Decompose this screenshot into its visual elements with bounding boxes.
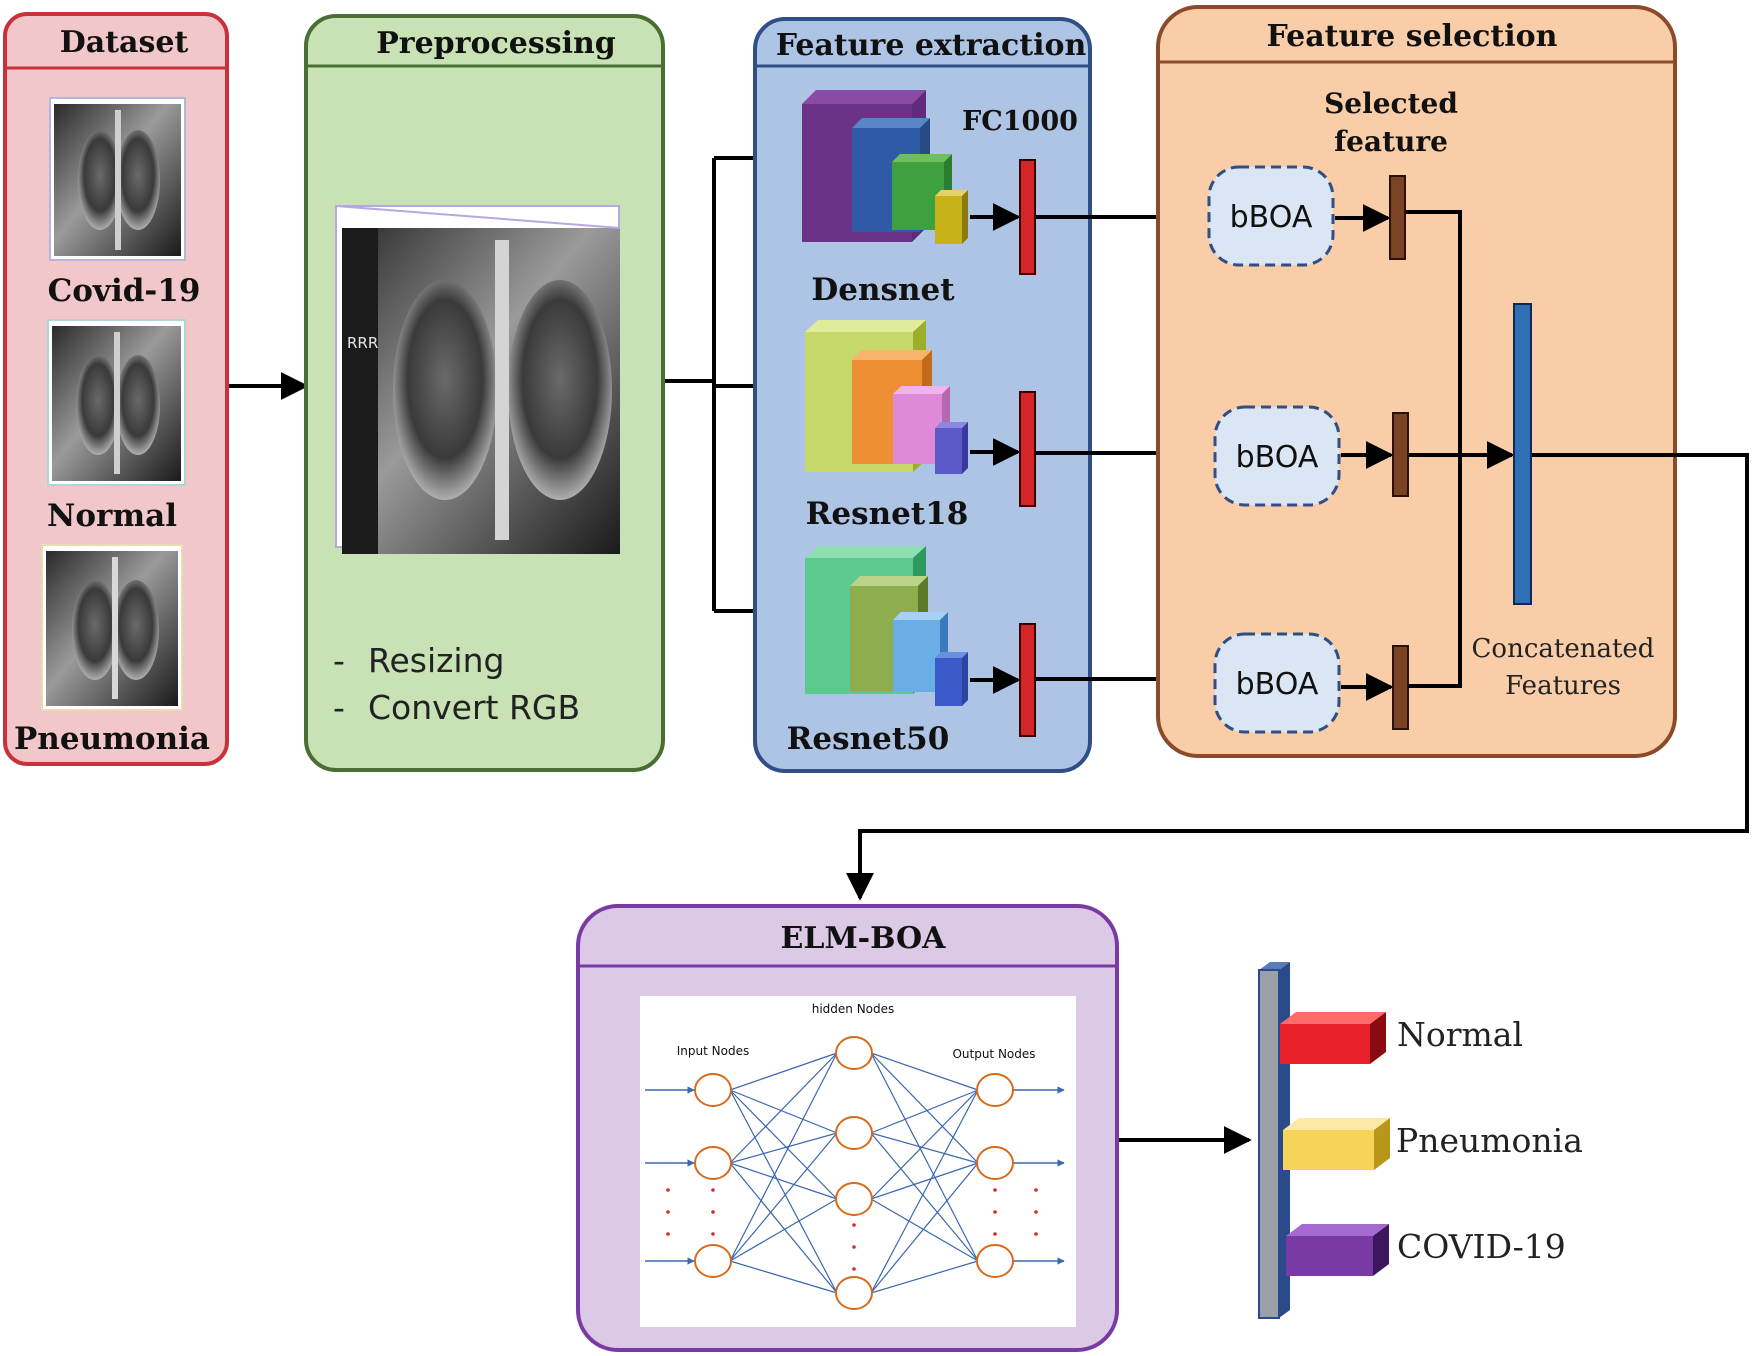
- elm-nodes: [694, 1036, 1014, 1310]
- network-densenet-label: Densnet: [811, 272, 955, 308]
- output-class-covid: COVID-19: [1397, 1227, 1566, 1266]
- feature-extraction-panel: Feature extraction FC1000 Densnet: [753, 17, 1092, 773]
- resnet18-icon: [805, 320, 968, 474]
- concatenated-label-2: Features: [1505, 671, 1621, 701]
- xray-covid-image: [49, 97, 186, 261]
- bboa-box-1: [1207, 165, 1335, 267]
- elm-connections: [729, 1052, 979, 1294]
- feature-extraction-title: Feature extraction: [776, 28, 1087, 63]
- elm-ellipsis-dots: [666, 1188, 1038, 1271]
- concatenated-label-1: Concatenated: [1472, 634, 1655, 664]
- network-resnet50-label: Resnet50: [787, 721, 950, 757]
- bboa-label-3: bBOA: [1236, 667, 1319, 702]
- feature-selection-title: Feature selection: [1267, 19, 1558, 54]
- densenet-fc-bar: [1019, 159, 1036, 275]
- bboa-box-3: [1213, 632, 1341, 734]
- dataset-title: Dataset: [60, 25, 189, 60]
- dataset-class-covid: Covid-19: [48, 273, 201, 309]
- xray-normal-image: [47, 319, 186, 486]
- selected-feature-bar-2: [1392, 412, 1409, 497]
- hidden-nodes-label: hidden Nodes: [812, 1002, 895, 1016]
- network-resnet18-label: Resnet18: [806, 496, 969, 532]
- selected-feature-label-1: Selected: [1324, 87, 1458, 120]
- output-class-normal: Normal: [1397, 1015, 1523, 1054]
- bullet-dash-1: -: [333, 641, 345, 680]
- output-bar: [1258, 969, 1280, 1319]
- preprocessing-step-convert-rgb: Convert RGB: [368, 688, 580, 727]
- xray-marker-text: RRR: [347, 334, 378, 352]
- output-nodes-label: Output Nodes: [952, 1047, 1035, 1061]
- output-section: Normal Pneumonia COVID-19: [1258, 962, 1583, 1319]
- input-nodes-label: Input Nodes: [677, 1044, 749, 1058]
- output-pneumonia-block: [1283, 1118, 1390, 1170]
- resnet50-fc-bar: [1019, 623, 1036, 737]
- output-class-pneumonia: Pneumonia: [1396, 1121, 1583, 1160]
- arrow-to-elm: [846, 453, 1749, 901]
- preprocessing-title: Preprocessing: [376, 26, 616, 61]
- feature-selection-panel: Feature selection Selected feature bBOA …: [1156, 5, 1677, 758]
- xray-pneumonia-image: [41, 544, 183, 711]
- resnet50-icon: [805, 546, 968, 706]
- selected-feature-label-2: feature: [1334, 125, 1448, 158]
- elm-boa-title: ELM-BOA: [781, 921, 947, 956]
- elm-input-arrows: [645, 1086, 1065, 1265]
- dataset-class-normal: Normal: [47, 498, 177, 534]
- fc-label: FC1000: [962, 106, 1078, 137]
- bullet-dash-2: -: [333, 688, 345, 727]
- output-covid-block: [1286, 1224, 1389, 1276]
- preprocessing-panel: Preprocessing RRR - Resizing - Convert R…: [304, 14, 665, 772]
- dataset-class-pneumonia: Pneumonia: [14, 721, 210, 757]
- output-normal-block: [1280, 1012, 1386, 1064]
- concatenated-features-bar: [1513, 303, 1532, 605]
- selected-feature-bar-3: [1392, 645, 1409, 730]
- bboa-label-1: bBOA: [1230, 200, 1313, 235]
- preprocessing-step-resizing: Resizing: [368, 641, 504, 680]
- bboa-label-2: bBOA: [1236, 440, 1319, 475]
- resnet18-fc-bar: [1019, 391, 1036, 507]
- dataset-panel: Dataset Covid-19 Normal Pneumonia: [3, 12, 229, 766]
- bboa-box-2: [1213, 405, 1341, 507]
- densenet-icon: [802, 90, 968, 244]
- selected-feature-bar-1: [1389, 175, 1406, 260]
- preprocessed-xray-image: RRR: [335, 205, 621, 554]
- elm-boa-panel: ELM-BOA hidden Nodes Input Nodes Output …: [576, 904, 1119, 1352]
